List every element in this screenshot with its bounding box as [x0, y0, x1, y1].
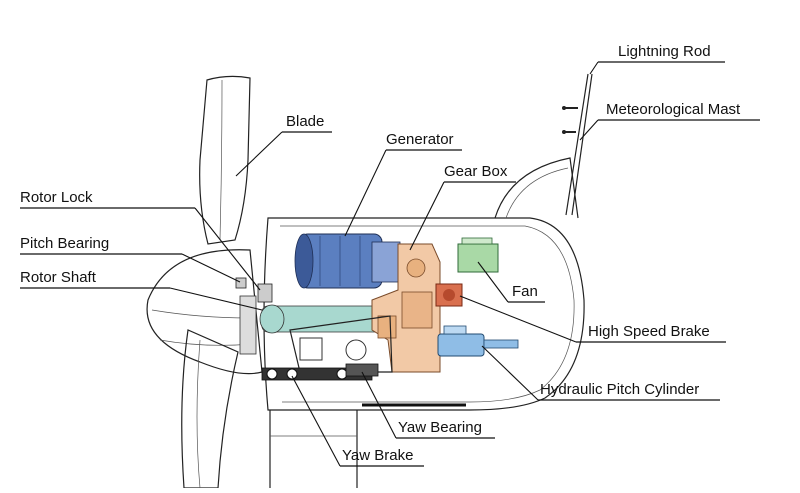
lower-blade — [181, 329, 239, 489]
label-blade: Blade — [286, 113, 324, 130]
leader-lines — [20, 61, 760, 467]
label-yaw-bearing: Yaw Bearing — [398, 419, 482, 436]
label-rotor-shaft: Rotor Shaft — [20, 269, 97, 286]
label-generator: Generator — [386, 131, 454, 148]
main-shaft — [259, 304, 383, 334]
yaw-brake — [261, 367, 373, 381]
label-gear-box: Gear Box — [444, 163, 508, 180]
label-high-speed-brake: High Speed Brake — [588, 323, 710, 340]
label-lightning-rod: Lightning Rod — [618, 43, 711, 60]
label-hydraulic-pitch-cylinder: Hydraulic Pitch Cylinder — [540, 381, 699, 398]
meteorological-mast — [562, 73, 593, 216]
fan — [457, 237, 499, 273]
generator — [294, 233, 401, 289]
tower — [269, 410, 358, 488]
label-pitch-bearing: Pitch Bearing — [20, 235, 109, 252]
hydraulic-pitch-cylinder — [437, 325, 519, 357]
yaw-bearing — [345, 363, 379, 377]
nacelle-housing — [263, 157, 585, 411]
rotor-lock — [235, 277, 273, 303]
upper-blade — [199, 75, 251, 245]
label-fan: Fan — [512, 283, 538, 300]
label-meteorological-mast: Meteorological Mast — [606, 101, 741, 118]
label-rotor-lock: Rotor Lock — [20, 189, 93, 206]
hub-spinner — [146, 249, 263, 375]
gear-box — [371, 243, 441, 373]
label-yaw-brake: Yaw Brake — [342, 447, 413, 464]
high-speed-brake — [435, 283, 463, 307]
bedplate-frame — [289, 315, 393, 373]
